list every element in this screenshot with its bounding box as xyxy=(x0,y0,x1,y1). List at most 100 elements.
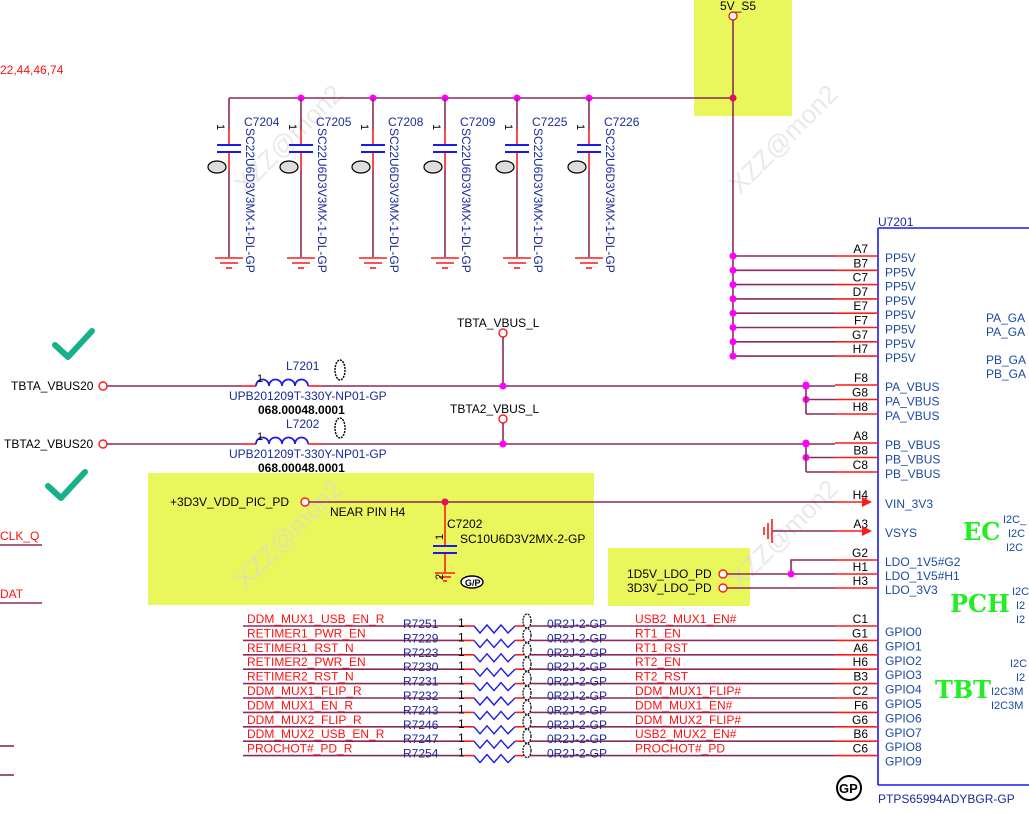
badge-icon xyxy=(522,670,532,687)
ground-icon xyxy=(763,519,773,543)
resistor-in-net: DDM_MUX1_FLIP_R xyxy=(247,684,362,698)
pin-number: 1 xyxy=(214,124,226,130)
pin-number: 1 xyxy=(286,124,298,130)
pin-number: 1 xyxy=(458,659,465,673)
pin-name: PA_VBUS xyxy=(885,409,939,423)
pin-name: GPIO6 xyxy=(885,711,922,725)
pin-ball: H3 xyxy=(853,574,869,588)
net-port-icon[interactable] xyxy=(98,381,108,391)
pin-ball: A6 xyxy=(853,641,868,655)
resistor-out-net: RT2_RST xyxy=(635,670,689,684)
resistor-zigzag-icon xyxy=(473,638,516,649)
resistor-zigzag-icon xyxy=(473,667,516,678)
junction-dot xyxy=(802,440,810,448)
pin-name: PP5V xyxy=(885,265,916,279)
pin-name: GPIO2 xyxy=(885,654,922,668)
badge-icon xyxy=(207,160,227,174)
badge-icon xyxy=(351,160,371,174)
ground-icon xyxy=(215,257,243,269)
cap-ref: C7204 xyxy=(244,115,280,129)
resistor-part: 0R2J-2-GP xyxy=(547,747,607,761)
pin-number: 1 xyxy=(458,630,465,644)
badge-icon xyxy=(522,699,532,716)
wire-ldo-g2 xyxy=(790,559,835,574)
ldo-net-3d3v: 3D3V_LDO_PD xyxy=(627,581,712,595)
pin-ball: C7 xyxy=(853,271,869,285)
net-port-icon[interactable] xyxy=(718,583,728,593)
pin-name: PB_VBUS xyxy=(885,438,940,452)
svg-text:PA_GA: PA_GA xyxy=(986,325,1025,339)
cap-part: SC22U6D3V3MX-1-DL-GP xyxy=(243,128,257,273)
ground-icon xyxy=(575,257,603,269)
pin-name: PP5V xyxy=(885,280,916,294)
net-port-icon[interactable] xyxy=(300,497,310,507)
svg-text:PA_GA: PA_GA xyxy=(986,311,1025,325)
pin-name: PP5V xyxy=(885,251,916,265)
resistor-in-net: RETIMER1_RST_N xyxy=(247,641,354,655)
resistor-ref: R7246 xyxy=(403,718,439,732)
net-port-icon[interactable] xyxy=(728,11,738,21)
net-port-icon[interactable] xyxy=(498,414,508,424)
net-port-icon[interactable] xyxy=(498,328,508,338)
left-net-clk: CLK_Q xyxy=(0,529,39,543)
net-port-icon[interactable] xyxy=(98,439,108,449)
pin-name: LDO_1V5#H1 xyxy=(885,569,960,583)
svg-text:I2C: I2C xyxy=(1012,586,1029,598)
pin-number: 1 xyxy=(458,645,465,659)
resistor-zigzag-icon xyxy=(473,695,516,707)
cap-ref: C7226 xyxy=(604,115,640,129)
pin-number: 1 xyxy=(458,746,465,760)
resistor-part: 0R2J-2-GP xyxy=(547,703,607,717)
pin-number: 1 xyxy=(458,731,465,745)
arrow-icon xyxy=(862,497,872,507)
pin-name: GPIO8 xyxy=(885,740,922,754)
ic-ref: U7201 xyxy=(878,215,914,229)
resistor-out-net: RT1_RST xyxy=(635,641,689,655)
resistor-in-net: RETIMER2_RST_N xyxy=(247,670,354,684)
junction-dot xyxy=(729,324,737,331)
resistor-zigzag-icon xyxy=(473,681,516,692)
pin-number: 1 xyxy=(458,674,465,688)
pin-ball: B8 xyxy=(853,444,868,458)
badge-icon xyxy=(522,642,532,658)
cap-part: SC22U6D3V3MX-1-DL-GP xyxy=(459,128,473,273)
resistor-ref: R7247 xyxy=(403,732,439,746)
pin-name: PB_VBUS xyxy=(885,467,940,481)
pin-number: 1 xyxy=(458,616,465,630)
gp-badge-icon xyxy=(836,775,862,801)
ic-right-pins: PA_GA PA_GA PB_GA PB_GA I2C_ I2C I2C I2C… xyxy=(986,311,1029,712)
junction-dot xyxy=(729,94,737,102)
near-pin-note: NEAR PIN H4 xyxy=(330,505,406,519)
left-net-dat: DAT xyxy=(0,587,24,601)
net-port-icon[interactable] xyxy=(718,569,728,579)
inductor-pn: 068.00048.0001 xyxy=(258,403,345,417)
svg-text:GP: GP xyxy=(839,781,858,796)
resistor-part: 0R2J-2-GP xyxy=(547,675,607,689)
resistor-out-net: USB2_MUX2_EN# xyxy=(635,727,737,741)
pin-name: PA_VBUS xyxy=(885,395,939,409)
badge-icon xyxy=(334,359,346,381)
cap-part: SC22U6D3V3MX-1-DL-GP xyxy=(603,128,617,273)
junction-dot xyxy=(729,252,737,260)
vdd-net-label: +3D3V_VDD_PIC_PD xyxy=(170,495,289,509)
pin-name: PB_VBUS xyxy=(885,453,940,467)
